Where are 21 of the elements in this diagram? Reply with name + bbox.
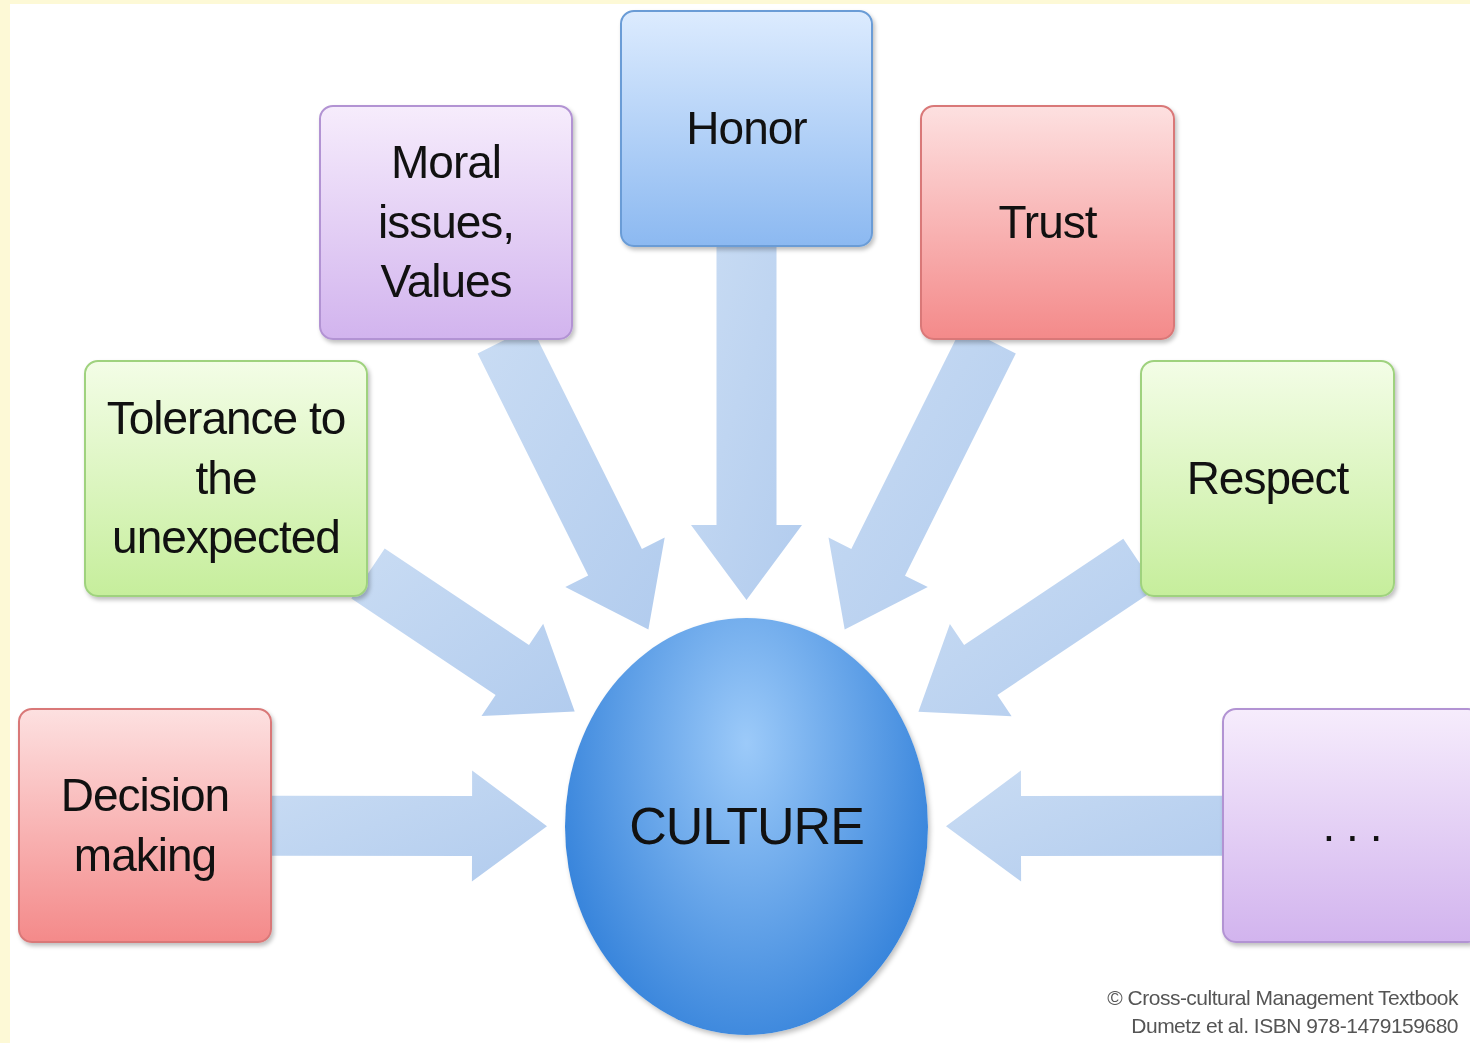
block-arrow [351,548,575,717]
block-arrow [691,247,802,600]
box-label: Trust [998,194,1097,250]
circle-label: CULTURE [629,795,864,857]
box-label: Moral issues, Values [376,134,516,310]
concept-box [620,10,873,247]
copyright-note: © Cross-cultural Management Textbook [1107,986,1458,1010]
concept-box [1140,360,1395,597]
concept-box [1222,708,1470,943]
copyright-note: Dumetz et al. ISBN 978-1479159680 [1131,1014,1458,1038]
block-arrow [272,770,547,882]
block-arrow [946,770,1222,882]
concept-box [18,708,272,943]
concept-box [84,360,368,597]
box-label: . . . [1322,797,1382,853]
box-label: Tolerance to the unexpected [105,390,347,566]
box-label: Honor [686,100,807,156]
box-label: Respect [1186,450,1349,506]
box-label: Decision making [59,767,231,883]
concept-box [319,105,573,340]
concept-box [920,105,1175,340]
